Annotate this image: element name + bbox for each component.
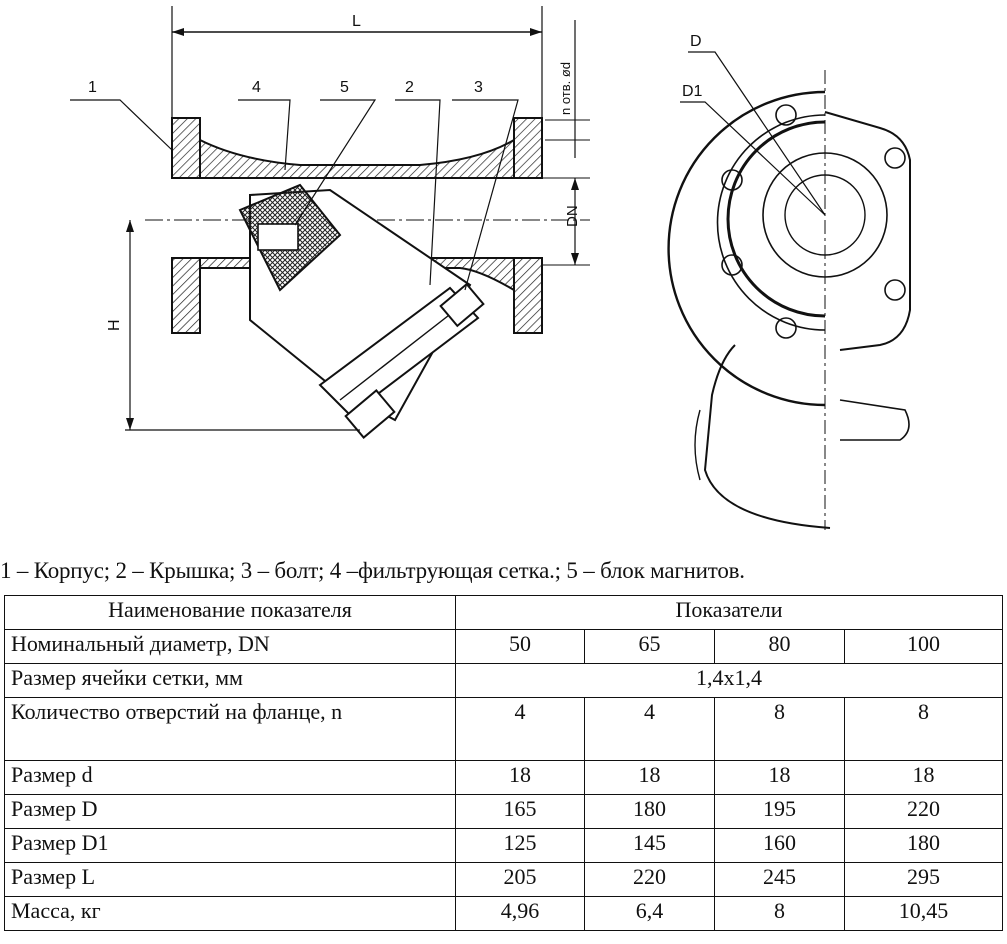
table-cell: 80 [714,629,845,664]
table-cell: 4 [455,697,585,761]
label-part-4: 4 [252,79,261,96]
label-part-2: 2 [405,79,414,96]
label-part-5: 5 [340,79,349,96]
table-cell: 18 [584,760,715,795]
row-label: Количество отверстий на фланце, n [4,697,456,761]
table-cell: 125 [455,828,585,863]
table-cell: 195 [714,794,845,829]
table-cell: 10,45 [843,896,1004,931]
table-cell: 18 [455,760,585,795]
table-cell: 4,96 [455,896,585,931]
table-cell: 100 [843,629,1004,664]
table-cell: 8 [843,697,1004,761]
table-cell: 18 [714,760,845,795]
table-cell: 65 [584,629,715,664]
label-dim-D: D [690,33,702,50]
table-cell: 8 [714,697,845,761]
table-cell: 205 [455,862,585,897]
row-label: Размер D1 [4,828,456,863]
table-cell: 145 [584,828,715,863]
table-cell: 8 [714,896,845,931]
table-cell-merged: 1,4x1,4 [454,663,1004,698]
table-cell: 245 [714,862,845,897]
row-label: Номинальный диаметр, DN [4,629,456,664]
label-dim-H: H [106,319,123,331]
table-row: Размер D 165 180 195 220 [4,794,1004,829]
label-part-3: 3 [474,79,483,96]
label-dim-DN: DN [564,205,581,227]
table-cell: 18 [843,760,1004,795]
side-view [70,6,590,439]
row-label: Размер L [4,862,456,897]
row-label: Размер d [4,760,456,795]
row-label: Масса, кг [4,896,456,931]
table-row: Размер d 18 18 18 18 [4,760,1004,795]
table-row: Размер ячейки сетки, мм 1,4x1,4 [4,663,1004,698]
spec-table: Наименование показателя Показатели Номин… [4,595,1004,931]
table-cell: 6,4 [584,896,715,931]
strainer-drawing: 1 4 5 2 3 L H DN n отв. ød D D1 [70,6,911,530]
table-row: Масса, кг 4,96 6,4 8 10,45 [4,896,1004,931]
header-name: Наименование показателя [4,595,456,630]
table-row: Номинальный диаметр, DN 50 65 80 100 [4,629,1004,664]
table-cell: 180 [584,794,715,829]
table-cell: 4 [584,697,715,761]
table-cell: 165 [455,794,585,829]
parts-legend: 1 – Корпус; 2 – Крышка; 3 – болт; 4 –фил… [0,558,745,583]
label-dim-D1: D1 [682,83,703,100]
table-cell: 50 [455,629,585,664]
table-cell: 220 [843,794,1004,829]
table-cell: 295 [843,862,1004,897]
row-label: Размер D [4,794,456,829]
label-dim-holes: n отв. ød [558,62,573,115]
label-part-1: 1 [88,79,97,96]
front-view [667,51,911,530]
table-row: Количество отверстий на фланце, n 4 4 8 … [4,697,1004,761]
table-cell: 220 [584,862,715,897]
table-header-row: Наименование показателя Показатели [4,595,1004,630]
table-cell: 180 [843,828,1004,863]
table-row: Размер D1 125 145 160 180 [4,828,1004,863]
header-values: Показатели [454,595,1004,630]
table-cell: 160 [714,828,845,863]
table-row: Размер L 205 220 245 295 [4,862,1004,897]
label-dim-L: L [352,13,361,30]
row-label: Размер ячейки сетки, мм [4,663,456,698]
